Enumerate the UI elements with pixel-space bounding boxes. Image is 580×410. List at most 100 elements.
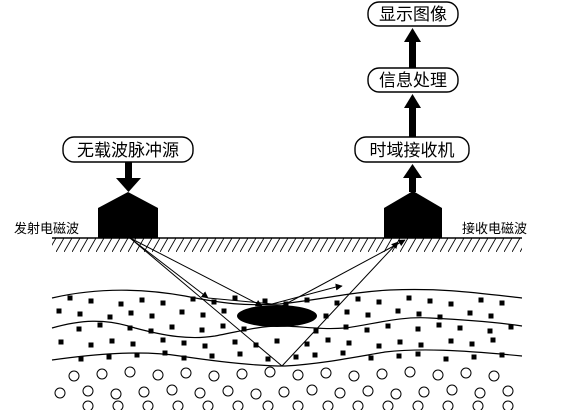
soil-particle bbox=[181, 340, 187, 346]
soil-particle bbox=[179, 309, 185, 315]
soil-particle bbox=[139, 297, 145, 303]
layer-boundary-upper bbox=[51, 288, 523, 306]
soil-particle bbox=[418, 342, 424, 348]
pulse-source-box: 无载波脉冲源 bbox=[62, 136, 194, 163]
soil-particle bbox=[376, 343, 382, 349]
gravel-particle bbox=[320, 367, 332, 379]
receive-antenna bbox=[384, 191, 442, 238]
soil-particle bbox=[162, 350, 168, 356]
gravel-particle bbox=[152, 369, 164, 381]
soil-particle bbox=[340, 350, 346, 356]
transmit-antenna bbox=[98, 192, 158, 238]
soil-particle bbox=[304, 341, 310, 347]
gravel-particle bbox=[172, 400, 184, 410]
soil-particle bbox=[490, 337, 496, 343]
soil-particle bbox=[237, 351, 243, 357]
soil-particle bbox=[334, 300, 340, 306]
gravel-particle bbox=[180, 367, 192, 379]
transmit-wave-label: 发射电磁波 bbox=[14, 221, 79, 237]
gravel-particle bbox=[488, 370, 500, 382]
gravel-particle bbox=[222, 385, 234, 397]
soil-particle bbox=[437, 314, 443, 320]
layer-boundary-lower bbox=[51, 349, 523, 367]
soil-particle bbox=[304, 297, 310, 303]
soil-particle bbox=[467, 310, 473, 316]
soil-particle bbox=[323, 313, 329, 319]
time-domain-receiver-box: 时域接收机 bbox=[354, 136, 470, 163]
gravel-particle bbox=[82, 385, 94, 397]
gravel-particle bbox=[418, 386, 430, 398]
gravel-particle bbox=[202, 400, 214, 410]
gravel-particle bbox=[362, 385, 374, 397]
soil-particle bbox=[77, 311, 83, 317]
gravel-particle bbox=[502, 400, 514, 410]
soil-particle bbox=[128, 310, 134, 316]
soil-particle bbox=[499, 352, 505, 358]
gravel-particle bbox=[404, 366, 416, 378]
gravel-particle bbox=[236, 368, 248, 380]
soil-particle bbox=[293, 354, 299, 360]
soil-particle bbox=[181, 355, 187, 361]
soil-particle bbox=[487, 328, 493, 334]
soil-particle bbox=[274, 338, 280, 344]
soil-particle bbox=[312, 352, 318, 358]
soil-particle bbox=[343, 324, 349, 330]
soil-particle bbox=[211, 299, 217, 305]
soil-particle bbox=[253, 342, 259, 348]
gravel-particle bbox=[264, 366, 276, 378]
soil-particle bbox=[397, 339, 403, 345]
soil-particles-squares bbox=[56, 295, 514, 362]
gravel-particle bbox=[166, 384, 178, 396]
soil-particle bbox=[368, 355, 374, 361]
soil-particle bbox=[220, 323, 226, 329]
soil-particle bbox=[78, 356, 84, 362]
gravel-particle bbox=[376, 368, 388, 380]
gravel-particle bbox=[278, 386, 290, 398]
gravel-particle bbox=[262, 400, 274, 410]
soil-particle bbox=[457, 325, 463, 331]
arrow-to-info-processing bbox=[404, 94, 421, 137]
soil-particle bbox=[385, 323, 391, 329]
soil-particle bbox=[221, 308, 227, 314]
soil-particle bbox=[169, 324, 175, 330]
gravel-particle bbox=[54, 387, 66, 399]
gravel-particle bbox=[460, 367, 472, 379]
soil-particle bbox=[478, 297, 484, 303]
gravel-particle bbox=[306, 384, 318, 396]
soil-particle bbox=[109, 338, 115, 344]
soil-particle bbox=[471, 354, 477, 360]
gravel-particle bbox=[142, 400, 154, 410]
display-image-label: 显示图像 bbox=[379, 5, 447, 25]
gravel-particle bbox=[250, 388, 262, 400]
soil-particles-circles bbox=[54, 366, 514, 410]
gravel-particle bbox=[96, 368, 108, 380]
gravel-particle bbox=[474, 387, 486, 399]
buried-target bbox=[237, 305, 317, 327]
gravel-particle bbox=[82, 400, 94, 410]
display-image-box: 显示图像 bbox=[367, 1, 459, 27]
soil-particle bbox=[232, 295, 238, 301]
arrow-to-receiver bbox=[403, 164, 422, 192]
soil-particle bbox=[200, 312, 206, 318]
soil-particle bbox=[88, 342, 94, 348]
soil-particle bbox=[160, 337, 166, 343]
soil-particle bbox=[134, 352, 140, 358]
soil-particle bbox=[241, 326, 247, 332]
pulse-source-label: 无载波脉冲源 bbox=[77, 141, 179, 161]
soil-particle bbox=[346, 340, 352, 346]
soil-particle bbox=[58, 339, 64, 345]
soil-particle bbox=[130, 341, 136, 347]
soil-particle bbox=[190, 296, 196, 302]
gravel-particle bbox=[292, 400, 304, 410]
soil-particle bbox=[448, 338, 454, 344]
gravel-particle bbox=[390, 388, 402, 400]
soil-particle bbox=[395, 308, 401, 314]
soil-particle bbox=[364, 327, 370, 333]
gravel-particle bbox=[382, 400, 394, 410]
soil-particle bbox=[232, 339, 238, 345]
soil-particle bbox=[127, 325, 133, 331]
soil-particle bbox=[283, 301, 289, 307]
soil-particle bbox=[199, 327, 205, 333]
gravel-particle bbox=[208, 370, 220, 382]
